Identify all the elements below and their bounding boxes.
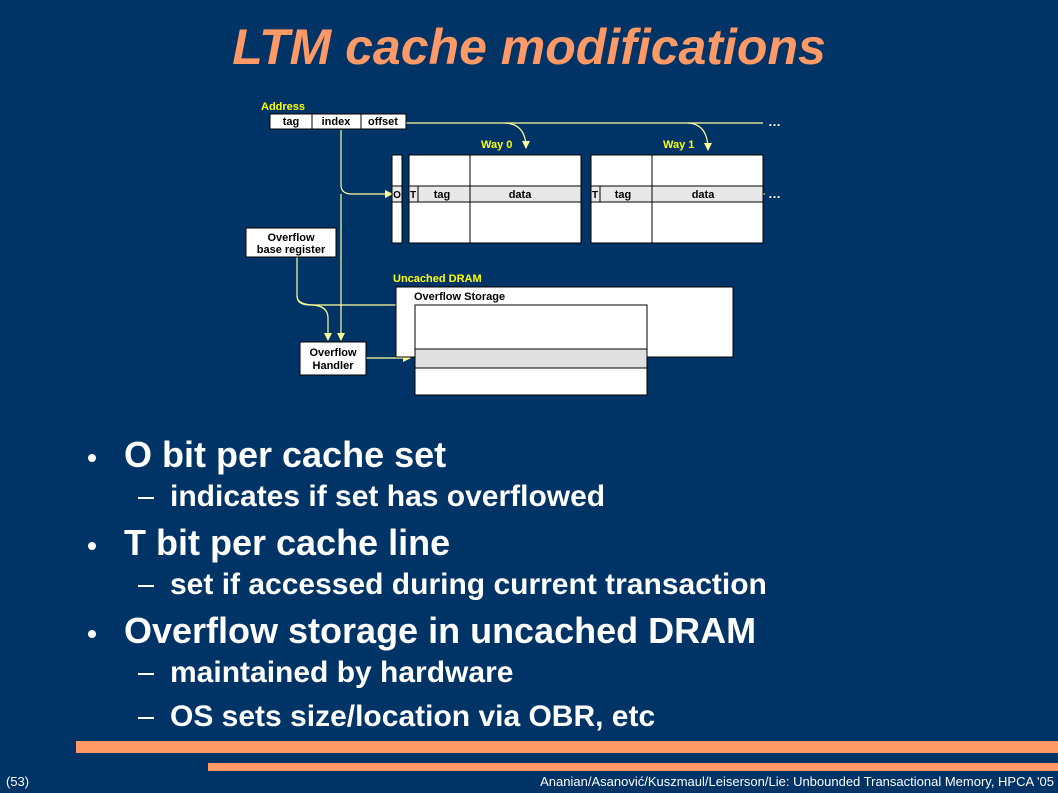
address-label: Address [261,101,305,113]
way1-tag-label: tag [615,189,632,201]
slide-title: LTM cache modifications [232,19,826,75]
overflow-base-register-box [245,227,337,258]
address-field-offset [360,113,407,130]
way0-tag-label: tag [434,189,451,201]
slide-number: (53) [6,774,30,789]
obr-to-handler-arrow [296,257,332,341]
obr-label-line1: Overflow [267,232,315,244]
handler-label-line1: Overflow [309,347,357,359]
way1-label: Way 1 [663,139,694,151]
way0-t-bit: T [410,190,416,201]
accent-bar-top [76,741,1058,753]
way0-array: T tag data [408,154,582,244]
address-field-tag-label: tag [283,116,300,128]
way1-t-bit: T [592,190,598,201]
handler-label-line2: Handler [313,360,355,372]
way1-array: T tag data [590,154,764,244]
obr-to-storage-arrow [296,295,411,309]
accent-bar-bottom [208,763,1058,771]
obr-label-line2: base register [257,244,326,256]
connector-lines [296,122,765,362]
o-bit-label: O [393,190,401,201]
way0-data-label: data [509,189,533,201]
address-field-index-label: index [322,116,352,128]
overflow-handler-box [299,341,367,376]
overflow-storage-table [414,304,648,396]
way1-arrow [687,122,712,151]
way1-data-label: data [692,189,716,201]
address-bus-ellipsis: … [768,114,781,129]
overflow-storage-label: Overflow Storage [414,291,505,303]
o-bit-column: O [391,154,403,244]
address-field-offset-label: offset [368,116,398,128]
way0-arrow [504,122,530,149]
slide-footer: Ananian/Asanović/Kuszmaul/Leiserson/Lie:… [540,774,1054,789]
way0-label: Way 0 [481,139,512,151]
index-to-set-arrow [340,130,393,198]
cache-set-ellipsis: … [768,186,781,201]
uncached-dram-label: Uncached DRAM [393,273,482,285]
